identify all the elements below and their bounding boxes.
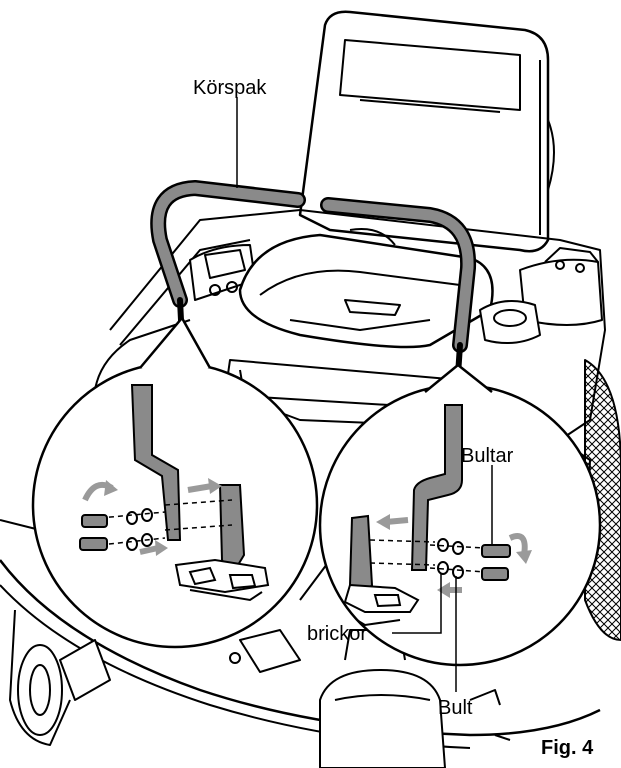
leader-lines — [236, 97, 493, 692]
leader-washers — [392, 574, 442, 634]
left-bolts — [79, 514, 108, 551]
mower-body — [0, 10, 621, 768]
left-washers — [126, 508, 153, 551]
left-lever-arm — [130, 384, 182, 541]
mower-deck — [0, 519, 601, 749]
right-lever-arm — [410, 404, 463, 571]
left-zoom-pointer — [139, 315, 212, 369]
label-control-lever: Körspak — [193, 77, 267, 99]
seat-cushion — [238, 228, 494, 349]
cup-holder — [479, 300, 541, 345]
frame — [94, 209, 606, 441]
left-arrow-bracket — [187, 483, 213, 493]
right-detail-view — [318, 363, 602, 667]
label-bolt: Bult — [438, 697, 473, 719]
right-zoom-pointer — [424, 363, 493, 393]
seat-back — [298, 10, 555, 253]
right-bolts — [481, 544, 511, 581]
right-washers — [437, 538, 464, 579]
deck-hardware — [229, 629, 511, 741]
left-arrow-bolt — [139, 545, 159, 555]
figure-label: Fig. 4 — [541, 737, 594, 759]
label-washers: brickor — [307, 623, 367, 645]
label-bolts: Bultar — [461, 445, 514, 467]
left-detail-view — [31, 315, 319, 649]
